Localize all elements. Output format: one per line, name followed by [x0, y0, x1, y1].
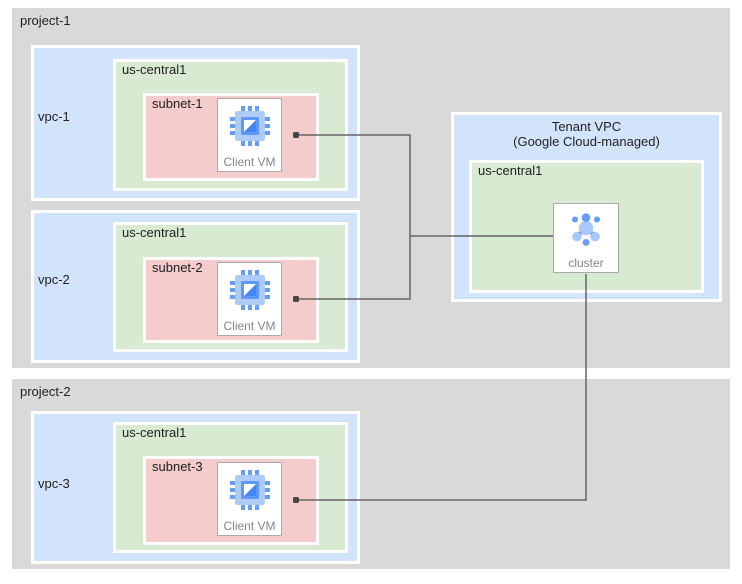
subnet-label: subnet-3 — [152, 459, 203, 474]
vpc-label: vpc-1 — [38, 109, 70, 124]
client-vm-label: Client VM — [223, 519, 276, 533]
region-label: us-central1 — [122, 425, 187, 440]
cluster-node: cluster — [553, 203, 619, 273]
cluster-icon — [565, 209, 607, 256]
client-vm-node-1: Client VM — [217, 98, 282, 172]
compute-engine-icon — [228, 468, 272, 517]
vpc-label: vpc-3 — [38, 476, 70, 491]
region-label: us-central1 — [122, 225, 187, 240]
tenant-vpc-subtitle: (Google Cloud-managed) — [513, 134, 660, 149]
region-label: us-central1 — [122, 62, 187, 77]
client-vm-label: Client VM — [223, 319, 276, 333]
subnet-label: subnet-1 — [152, 96, 203, 111]
region-label: us-central1 — [478, 163, 543, 178]
compute-engine-icon — [228, 104, 272, 153]
cluster-label: cluster — [568, 256, 604, 270]
project-label: project-2 — [20, 384, 71, 399]
vpc-label: vpc-2 — [38, 272, 70, 287]
subnet-label: subnet-2 — [152, 260, 203, 275]
client-vm-label: Client VM — [223, 155, 276, 169]
client-vm-node-3: Client VM — [217, 462, 282, 536]
compute-engine-icon — [228, 268, 272, 317]
client-vm-node-2: Client VM — [217, 262, 282, 336]
tenant-vpc-title: Tenant VPC — [551, 119, 622, 134]
project-label: project-1 — [20, 13, 71, 28]
